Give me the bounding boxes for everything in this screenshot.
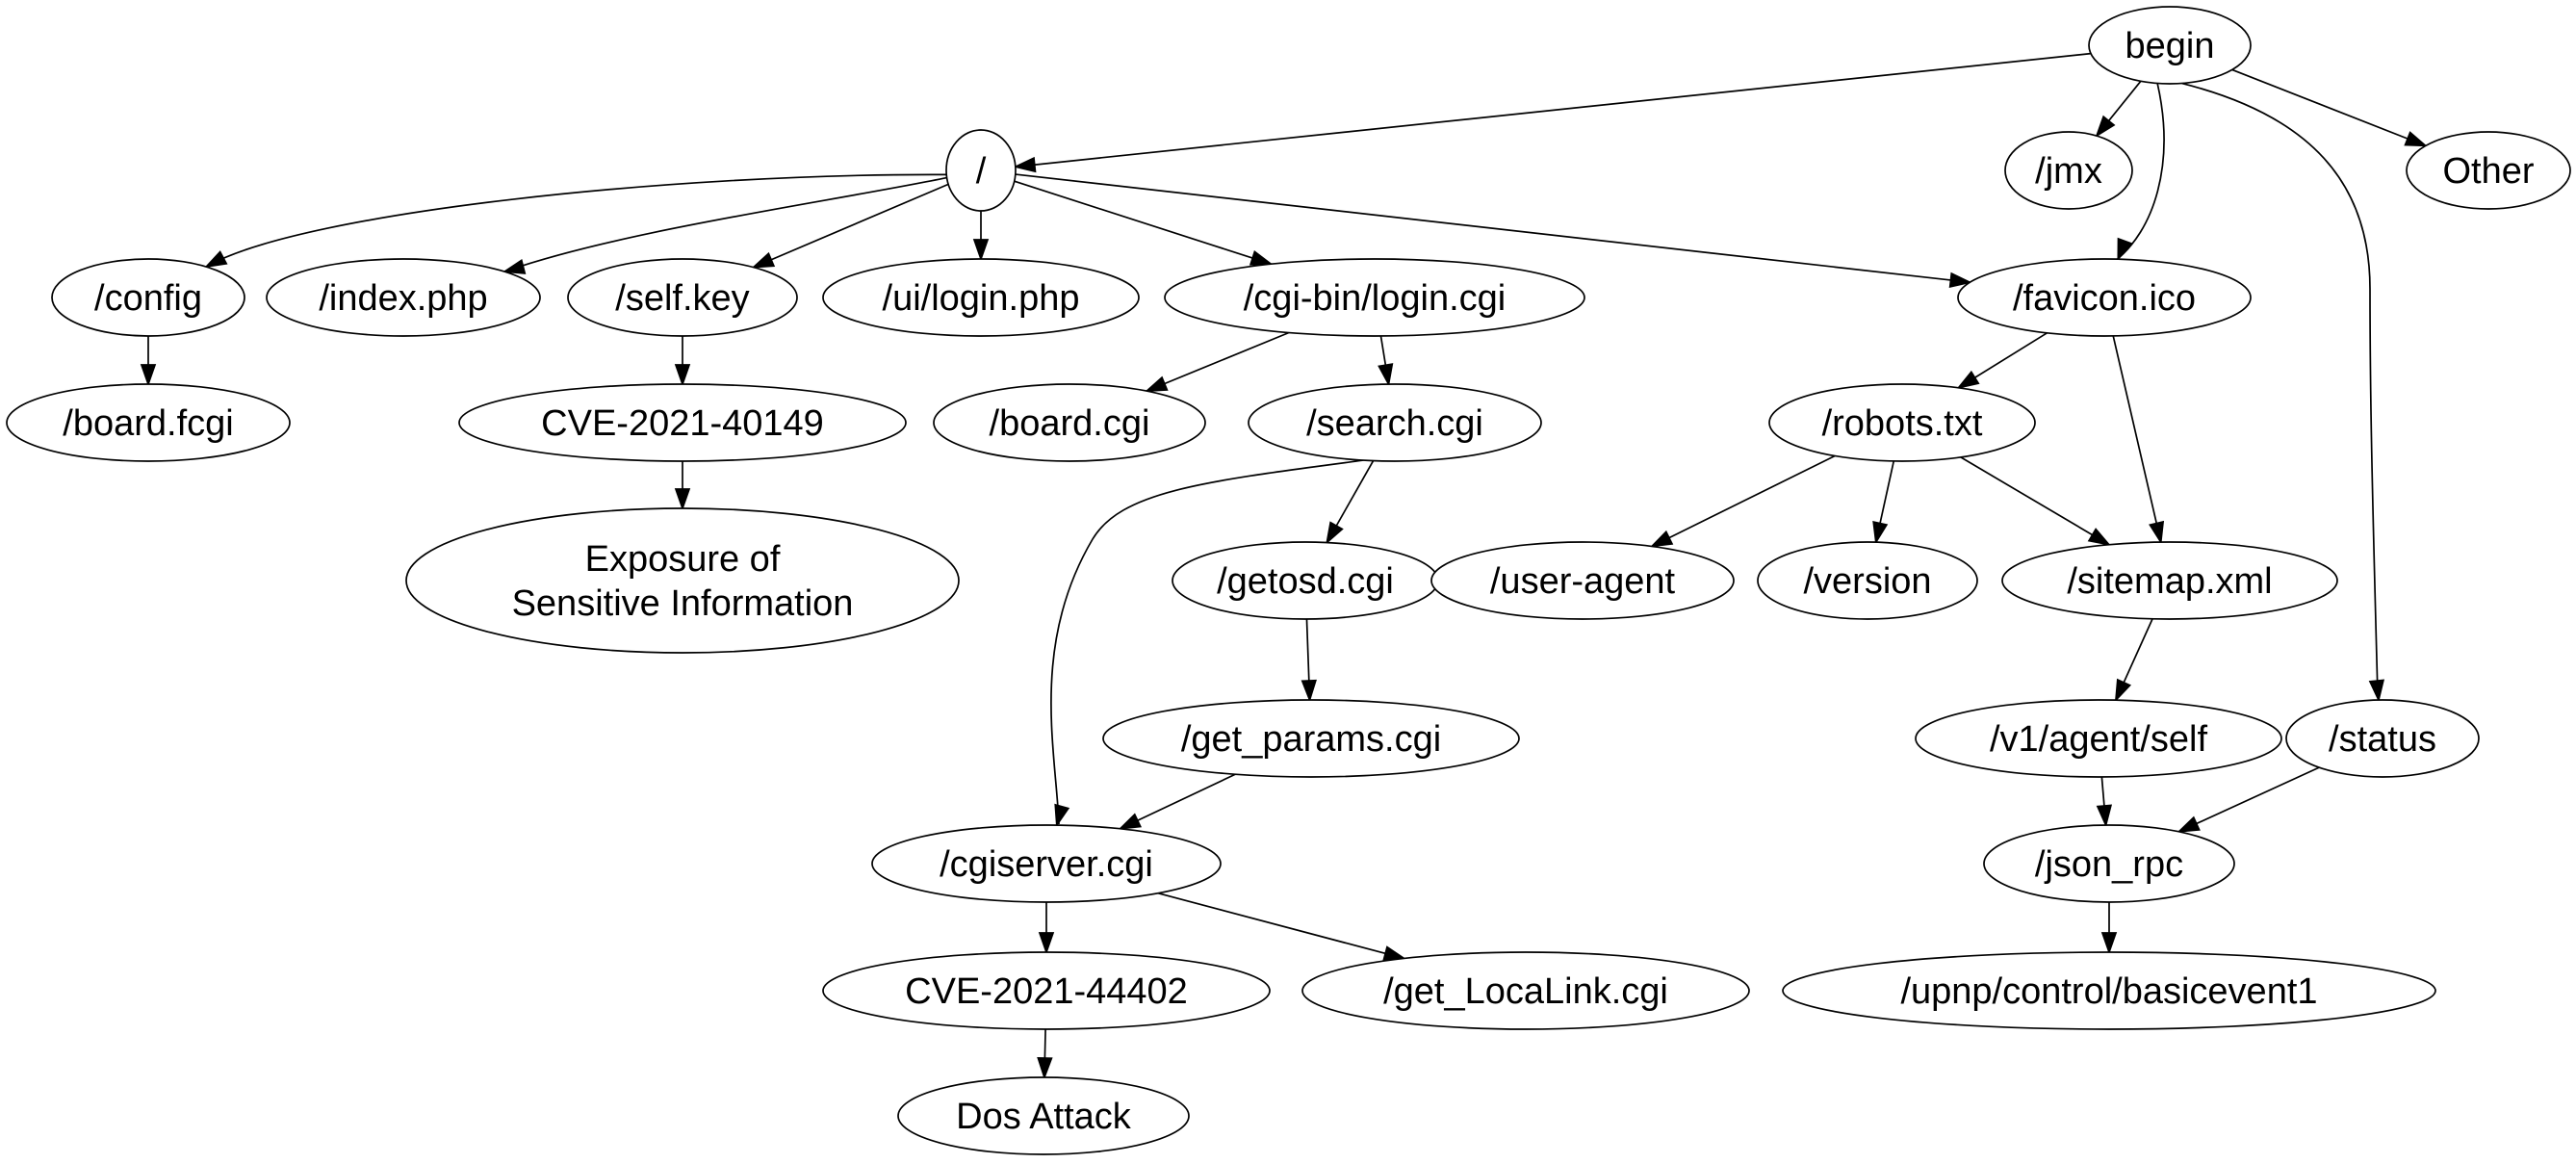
node-label: Exposure of	[585, 539, 781, 580]
node-label: /robots.txt	[1822, 403, 1983, 444]
node-label: Other	[2442, 151, 2534, 192]
edge-cve-40149-to-exposure	[674, 461, 691, 511]
edge-begin-to-jmx	[2095, 80, 2142, 139]
node-board-cgi: /board.cgi	[933, 383, 1206, 462]
node-root: /	[945, 129, 1017, 212]
node-label: /cgi-bin/login.cgi	[1244, 278, 1506, 319]
edge-favicon-to-sitemap	[2112, 335, 2165, 545]
node-cve-44402: CVE-2021-44402	[822, 951, 1271, 1030]
edge-robots-to-user-agent	[1649, 454, 1836, 548]
node-user-agent: /user-agent	[1430, 541, 1735, 620]
node-label: /v1/agent/self	[1990, 719, 2207, 760]
node-label: /config	[94, 278, 202, 319]
node-cgi-login: /cgi-bin/login.cgi	[1164, 258, 1585, 337]
edge-begin-to-favicon	[2113, 83, 2165, 263]
node-begin: begin	[2088, 6, 2252, 85]
node-label: begin	[2125, 26, 2215, 66]
node-label: /board.cgi	[990, 403, 1150, 444]
edge-robots-to-sitemap	[1960, 456, 2112, 547]
node-label: /upnp/control/basicevent1	[1900, 971, 2317, 1012]
node-cgiserver: /cgiserver.cgi	[871, 824, 1222, 903]
edge-cgi-login-to-search-cgi	[1378, 335, 1394, 387]
node-label: /version	[1803, 561, 1931, 602]
node-json-rpc: /json_rpc	[1983, 824, 2235, 903]
node-label: /ui/login.php	[883, 278, 1080, 319]
edge-root-to-cgi-login	[1014, 180, 1274, 266]
edge-root-to-self-key	[751, 183, 949, 269]
node-other: Other	[2406, 131, 2571, 210]
node-label: /get_LocaLink.cgi	[1383, 971, 1668, 1012]
node-robots: /robots.txt	[1768, 383, 2036, 462]
node-self-key: /self.key	[567, 258, 798, 337]
node-get-localink: /get_LocaLink.cgi	[1301, 951, 1750, 1030]
node-index-php: /index.php	[266, 258, 541, 337]
node-upnp: /upnp/control/basicevent1	[1782, 951, 2436, 1030]
node-v1-agent: /v1/agent/self	[1915, 699, 2282, 778]
node-config: /config	[51, 258, 245, 337]
node-label: /sitemap.xml	[2067, 561, 2272, 602]
edges-layer	[140, 52, 2429, 1080]
edge-self-key-to-cve-40149	[674, 336, 691, 387]
node-dos: Dos Attack	[897, 1076, 1190, 1155]
node-version: /version	[1757, 541, 1978, 620]
node-favicon: /favicon.ico	[1957, 258, 2252, 337]
node-status: /status	[2285, 699, 2480, 778]
edge-begin-to-other	[2231, 68, 2429, 147]
node-cve-40149: CVE-2021-40149	[458, 383, 907, 462]
edge-get-params-to-cgiserver	[1118, 773, 1236, 830]
node-label: /json_rpc	[2035, 844, 2183, 885]
node-label: CVE-2021-44402	[905, 971, 1188, 1012]
node-label: Dos Attack	[956, 1097, 1132, 1137]
edge-robots-to-version	[1872, 460, 1895, 545]
node-label: /user-agent	[1490, 561, 1676, 602]
node-label: /status	[2329, 719, 2436, 760]
node-label: Sensitive Information	[512, 583, 854, 624]
node-label: /	[976, 151, 987, 192]
node-label: /index.php	[319, 278, 487, 319]
edge-cgiserver-to-get-localink	[1157, 892, 1406, 962]
node-label: /cgiserver.cgi	[940, 844, 1153, 885]
edge-cgiserver-to-cve-44402	[1038, 902, 1055, 955]
node-label: /board.fcgi	[63, 403, 233, 444]
node-label: /get_params.cgi	[1181, 719, 1441, 760]
edge-root-to-favicon	[1015, 173, 1972, 289]
edge-root-to-config	[203, 173, 947, 269]
nodes-layer: begin / /jmx Other/config/index.php/self.ke…	[6, 6, 2571, 1155]
edge-search-cgi-to-getosd	[1326, 460, 1375, 545]
node-label: /favicon.ico	[2013, 278, 2196, 319]
node-label: /jmx	[2035, 151, 2102, 192]
edge-root-to-index-php	[499, 176, 947, 274]
node-label: /self.key	[615, 278, 749, 319]
edge-cgi-login-to-board-cgi	[1144, 331, 1290, 393]
edge-begin-to-root	[1013, 52, 2092, 173]
edge-search-cgi-to-cgiserver	[1050, 459, 1364, 828]
edge-getosd-to-get-params	[1301, 618, 1317, 703]
edge-favicon-to-robots	[1956, 332, 2048, 390]
node-label: /getosd.cgi	[1217, 561, 1394, 602]
edge-begin-to-status	[2181, 82, 2385, 703]
edge-v1-agent-to-json-rpc	[2096, 776, 2113, 828]
node-sitemap: /sitemap.xml	[2001, 541, 2338, 620]
node-search-cgi: /search.cgi	[1248, 383, 1542, 462]
edge-config-to-board-fcgi	[140, 336, 157, 387]
node-getosd: /getosd.cgi	[1172, 541, 1439, 620]
edge-cve-44402-to-dos	[1037, 1028, 1053, 1080]
node-label: /search.cgi	[1306, 403, 1483, 444]
node-ui-login: /ui/login.php	[822, 258, 1140, 337]
edge-root-to-ui-login	[972, 211, 990, 262]
node-get-params: /get_params.cgi	[1102, 699, 1520, 778]
node-jmx: /jmx	[2004, 131, 2133, 210]
edge-sitemap-to-v1-agent	[2114, 618, 2153, 703]
edge-status-to-json-rpc	[2177, 766, 2320, 833]
edge-json-rpc-to-upnp	[2100, 902, 2118, 955]
node-label: CVE-2021-40149	[541, 403, 824, 444]
node-board-fcgi: /board.fcgi	[6, 383, 291, 462]
